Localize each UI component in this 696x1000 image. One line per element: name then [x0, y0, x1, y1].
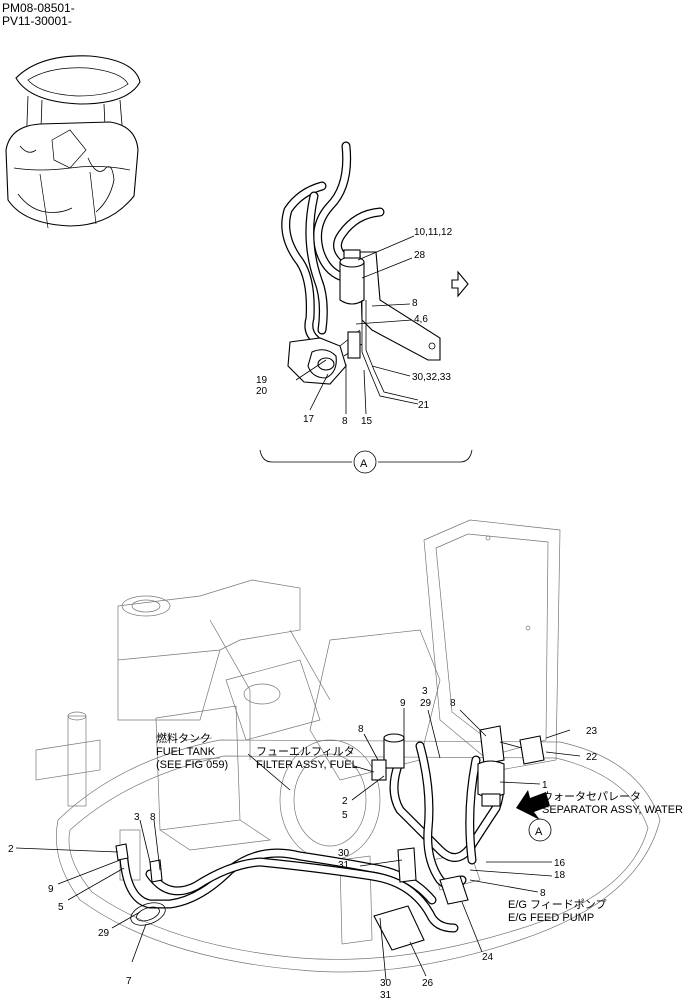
callout-17: 17 [303, 414, 315, 425]
machine-locator-thumbnail [5, 55, 141, 229]
callout-26: 26 [422, 978, 434, 989]
feed-pump-label-en: E/G FEED PUMP [508, 912, 594, 924]
feed-pump-label-jp: E/G フィードポンプ [508, 898, 606, 911]
view-a-marker: A [360, 458, 368, 470]
part-range-line-1: PM08-08501- [2, 1, 75, 15]
callout-29: 29 [420, 698, 432, 709]
callout-8: 8 [342, 416, 348, 427]
callout-1: 1 [542, 780, 548, 791]
callout-5: 5 [58, 902, 64, 913]
detail-view-a [259, 141, 473, 474]
callout-10-11-12: 10,11,12 [414, 227, 453, 238]
callout-16: 16 [554, 858, 566, 869]
callout-8: 8 [450, 698, 456, 709]
callout-9: 9 [48, 884, 54, 895]
water-separator-label-jp: ウォータセパレータ [542, 790, 641, 803]
callout-2: 2 [8, 844, 14, 855]
callout-18: 18 [554, 870, 566, 881]
callout-3: 3 [134, 812, 140, 823]
fuel-filter-label-jp: フューエルフィルタ [256, 745, 355, 758]
callout-23: 23 [586, 726, 598, 737]
callout-21: 21 [418, 400, 430, 411]
callout-28: 28 [414, 250, 426, 261]
callout-30: 30 [380, 978, 392, 989]
callout-24: 24 [482, 952, 494, 963]
callout-5: 5 [342, 810, 348, 821]
upper-structure-frame [35, 519, 661, 973]
callout-8: 8 [150, 812, 156, 823]
callout-leaders [15, 708, 581, 981]
callout-2: 2 [342, 796, 348, 807]
callout-9: 9 [400, 698, 406, 709]
water-separator-assy [477, 725, 545, 807]
callout-31: 31 [380, 990, 392, 1000]
fuel-filter-label-en: FILTER ASSY, FUEL [256, 759, 358, 771]
callout-8: 8 [540, 888, 546, 899]
callout-19: 19 [256, 375, 268, 386]
callout-15: 15 [361, 416, 373, 427]
view-arrow-a [516, 790, 552, 842]
left-clamps [115, 843, 166, 926]
callout-3: 3 [422, 686, 428, 697]
fuel-hose-routing [119, 741, 505, 933]
fuel-tank-label-ref: (SEE FIG 059) [156, 759, 228, 771]
callout-20: 20 [256, 386, 268, 397]
fuel-filter-assy [371, 733, 405, 781]
part-range-line-2: PV11-30001- [2, 14, 72, 28]
callout-30: 30 [338, 848, 350, 859]
view-a-marker-main: A [535, 826, 543, 838]
callout-7: 7 [126, 976, 132, 987]
callout-4-6: 4,6 [414, 314, 428, 325]
callout-8: 8 [358, 724, 364, 735]
fuel-tank-label-jp: 燃料タンク [156, 731, 211, 745]
callout-22: 22 [586, 752, 598, 763]
feed-pump [373, 847, 469, 951]
water-separator-label-en: SEPARATOR ASSY, WATER [542, 804, 683, 816]
callout-31: 31 [338, 860, 350, 871]
fuel-tank-label-en: FUEL TANK [156, 746, 216, 758]
callout-8: 8 [412, 298, 418, 309]
callout-30-32-33: 30,32,33 [412, 372, 451, 383]
callout-29: 29 [98, 928, 110, 939]
